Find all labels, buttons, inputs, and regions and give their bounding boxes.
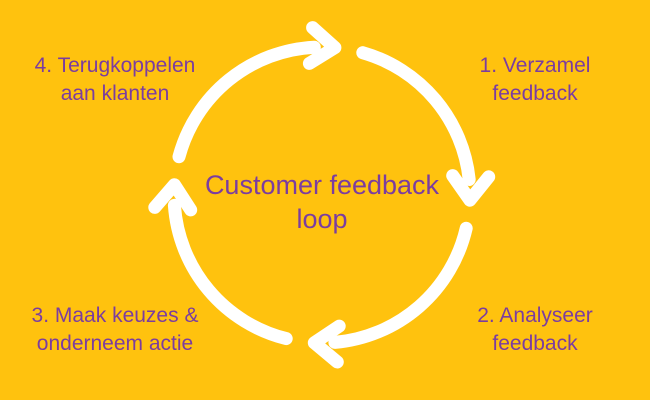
step-label-3-maak-keuzes: 3. Maak keuzes & onderneem actie bbox=[31, 304, 199, 355]
diagram-title: Customer feedback loop bbox=[204, 170, 440, 234]
cycle-arc-bottom-right bbox=[328, 221, 473, 349]
arrowhead-bottom-icon bbox=[307, 319, 346, 369]
arrowhead-top-icon bbox=[302, 21, 342, 70]
arrowhead-right-icon bbox=[446, 169, 496, 207]
step-label-2-analyseer-feedback: 2. Analyseer feedback bbox=[477, 304, 593, 355]
arrowhead-left-icon bbox=[148, 178, 198, 217]
step-label-4-terugkoppelen: 4. Terugkoppelen aan klanten bbox=[34, 54, 196, 105]
cycle-arc-top-left bbox=[172, 40, 321, 164]
step-label-1-verzamel-feedback: 1. Verzamel feedback bbox=[479, 54, 591, 105]
cycle-arc-bottom-left bbox=[167, 198, 293, 346]
cycle-arc-top-right bbox=[356, 46, 476, 186]
